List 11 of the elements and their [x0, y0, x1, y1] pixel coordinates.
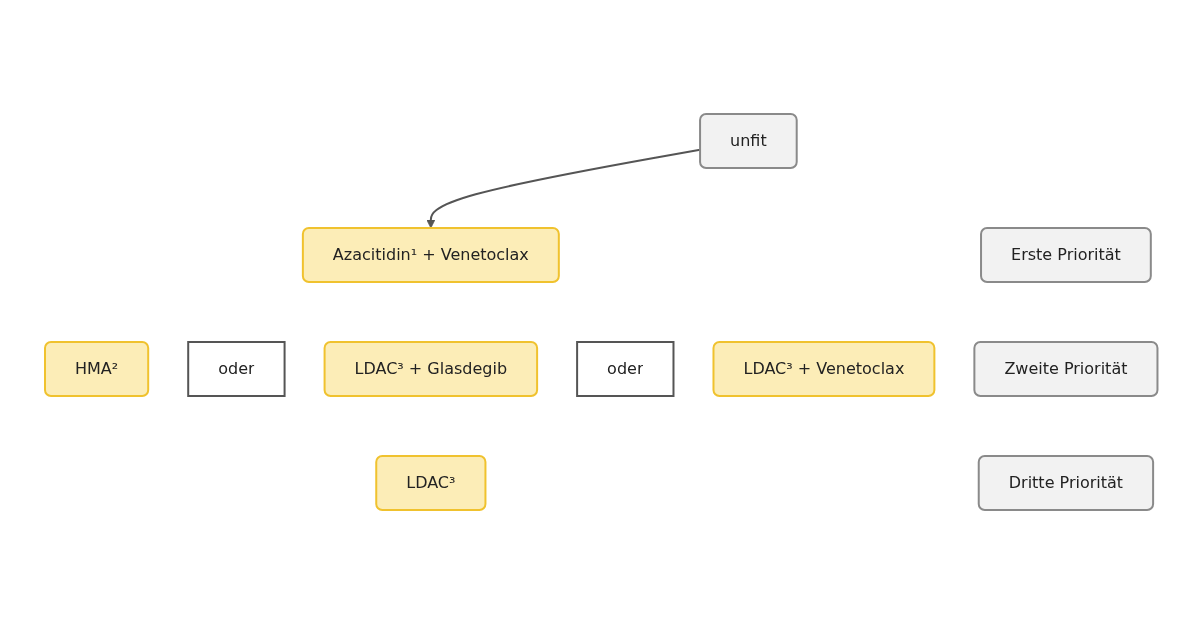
node-box: Zweite Priorität [973, 340, 1159, 397]
node-box: unfit [699, 112, 798, 169]
node-box: Dritte Priorität [978, 454, 1155, 511]
node-box: LDAC³ + Glasdegib [323, 340, 539, 397]
node-box: oder [187, 340, 286, 397]
node-box: oder [576, 340, 675, 397]
node-box: HMA² [44, 340, 150, 397]
node-box: Azacitidin¹ + Venetoclax [302, 226, 561, 283]
node-box: LDAC³ [375, 454, 487, 511]
node-box: LDAC³ + Venetoclax [712, 340, 936, 397]
node-box: Erste Priorität [980, 226, 1153, 283]
